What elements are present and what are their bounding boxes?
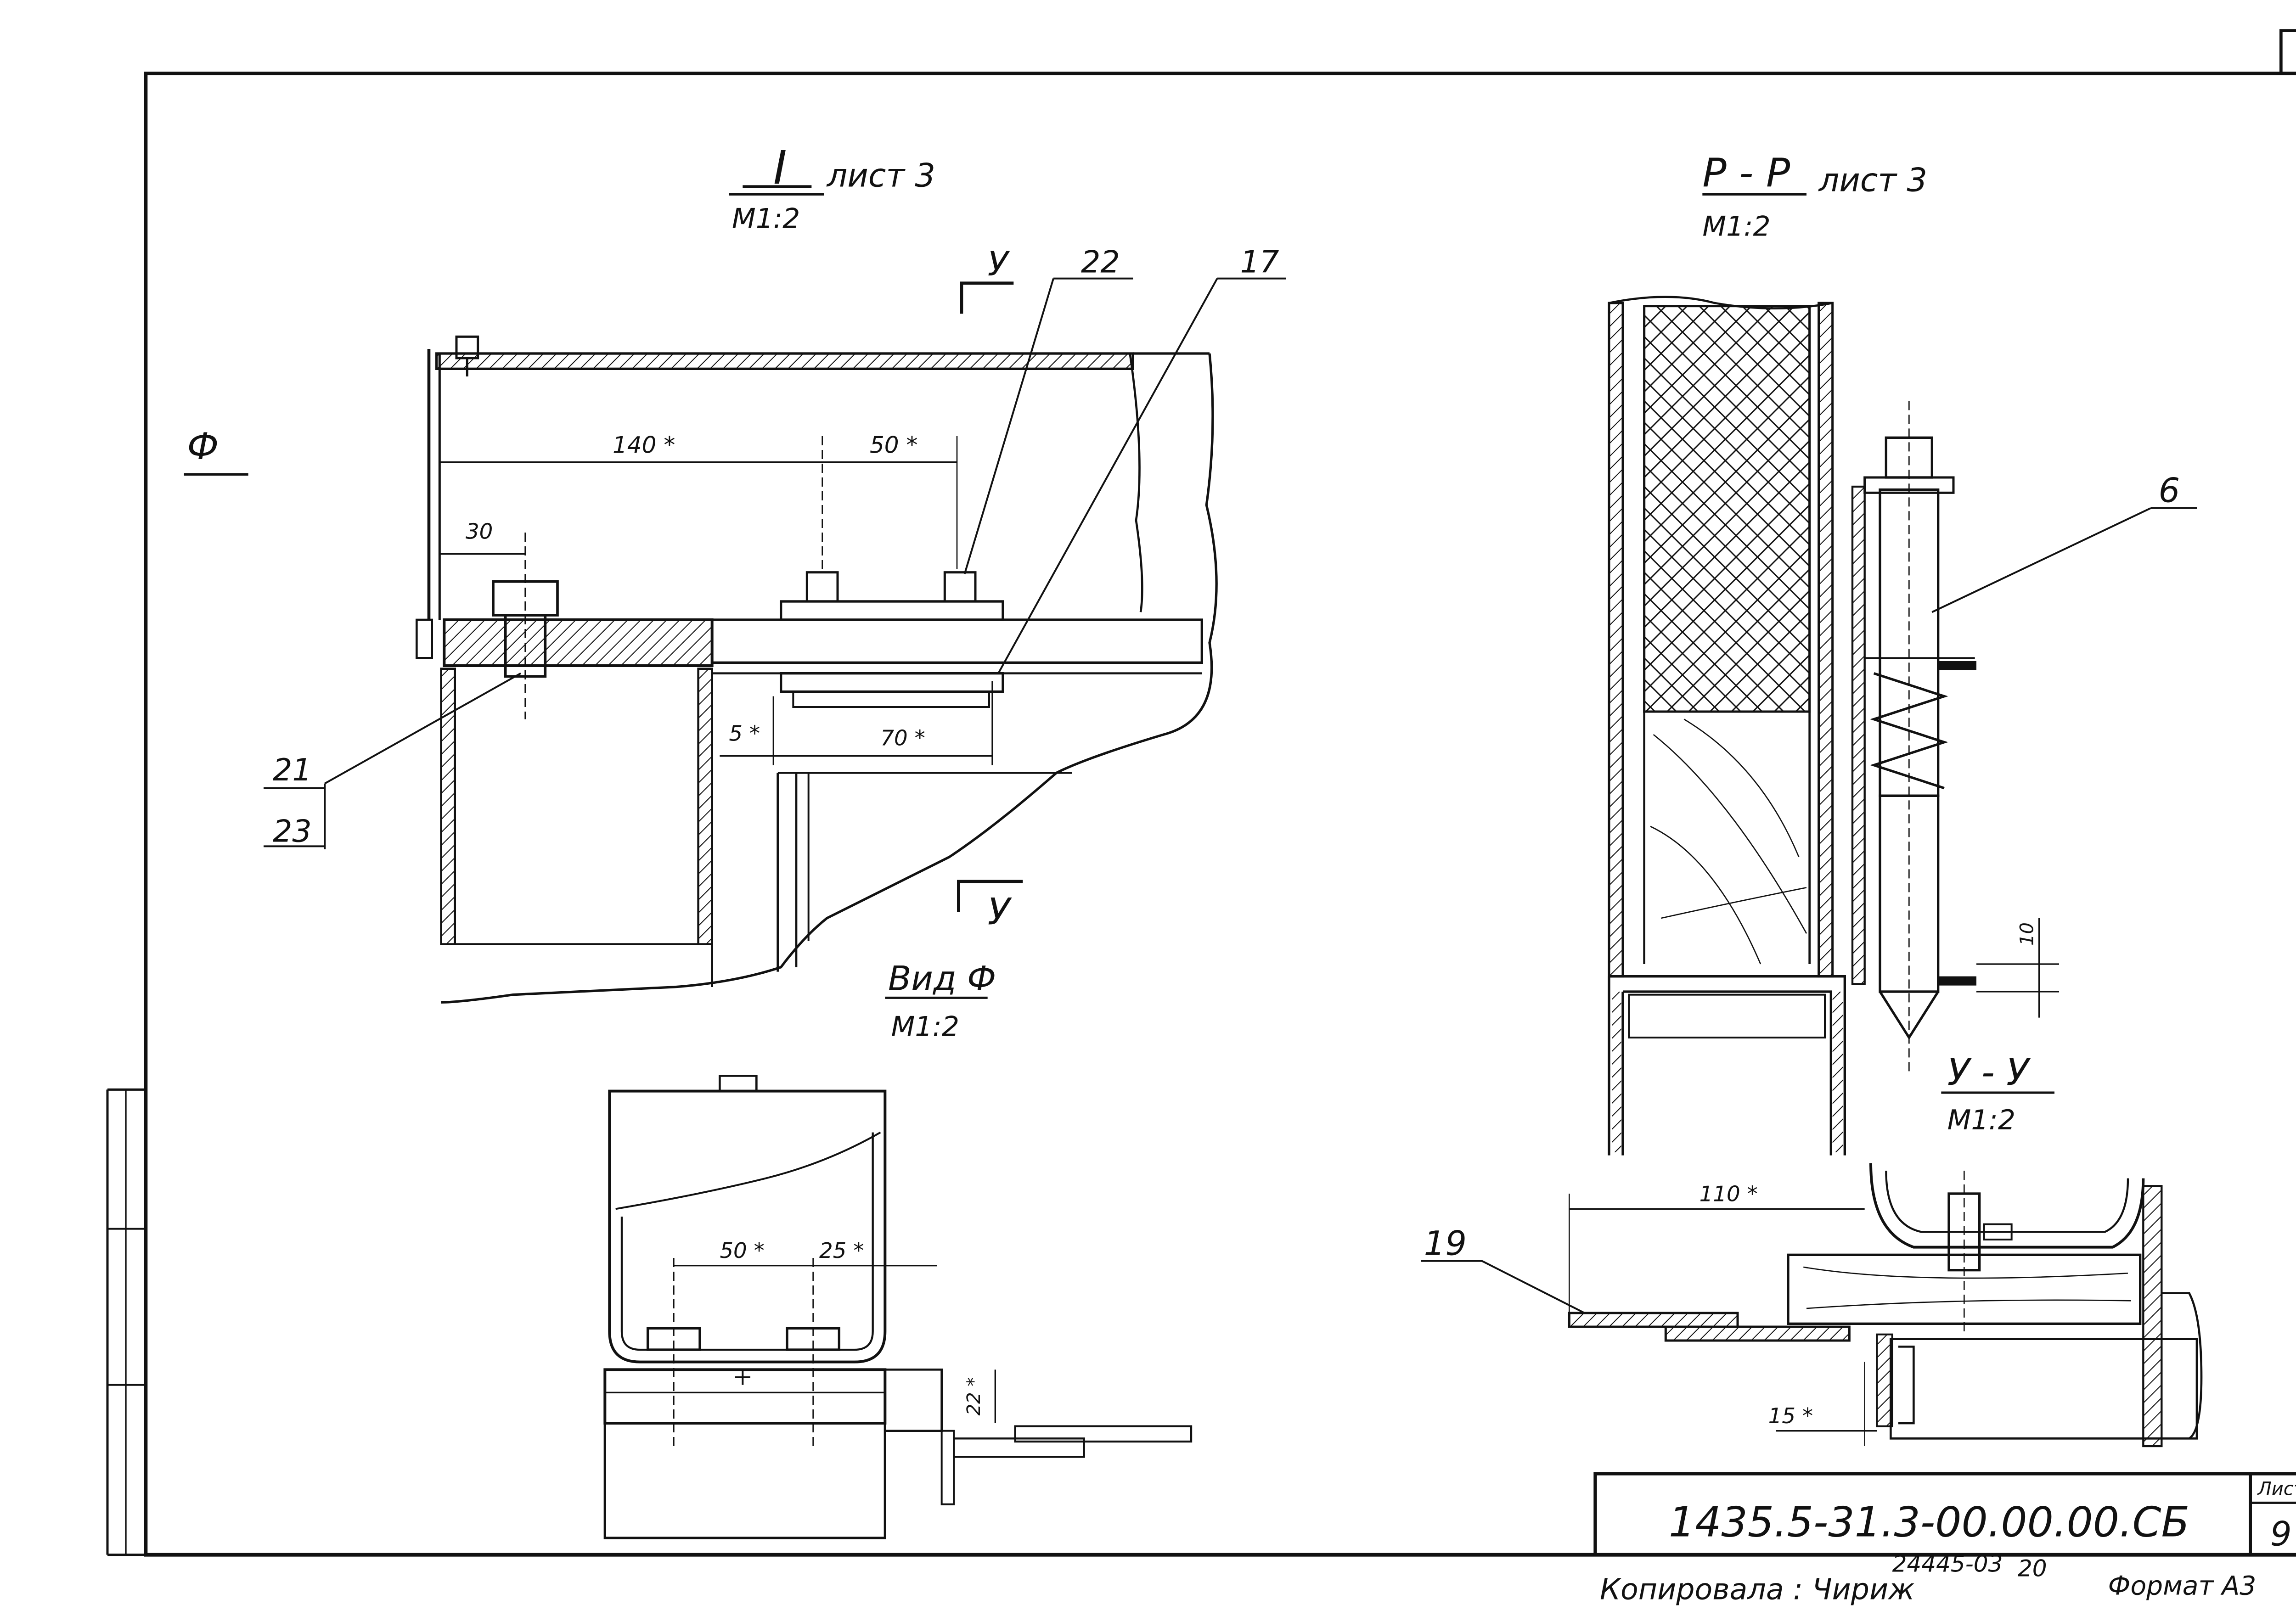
- detail-I-scale: М1:2: [732, 203, 800, 235]
- view-mark-F: Ф: [187, 425, 219, 468]
- footer-number: 20: [2018, 1555, 2047, 1582]
- section-YY-scale: М1:2: [1947, 1104, 2015, 1136]
- format-label: Формат А3: [2108, 1571, 2257, 1601]
- view-F: [603, 996, 1193, 1539]
- dim-30: 30: [466, 519, 493, 544]
- section-mark-bottom: У: [988, 890, 1013, 933]
- dim-5: 5 *: [729, 721, 760, 746]
- dim-50: 50 *: [870, 432, 918, 459]
- dim-10: 10: [2016, 922, 2037, 946]
- detail-I-view: [184, 185, 1286, 1004]
- copied-by: Копировала : Чириж: [1600, 1572, 1914, 1606]
- sheet-frame: [106, 29, 2296, 1557]
- section-PP-view: [1608, 193, 2197, 1156]
- section-YY-view: [1421, 1091, 2203, 1448]
- dim-110: 110 *: [1699, 1182, 1758, 1207]
- drawing-designation: 1435.5-31.3-00.00.00.СБ: [1669, 1498, 2189, 1547]
- section-PP-name: Р - Р: [1702, 151, 1790, 196]
- callout-23: 23: [273, 813, 312, 849]
- detail-I-ref: лист 3: [826, 157, 935, 195]
- view-F-scale: М1:2: [891, 1011, 959, 1043]
- callout-17: 17: [1240, 244, 1279, 280]
- section-PP-ref: лист 3: [1818, 162, 1927, 199]
- title-block: [1593, 1472, 2296, 1557]
- section-PP-scale: М1:2: [1702, 210, 1770, 242]
- sheet-number: 9: [2270, 1515, 2292, 1554]
- dim-70: 70 *: [880, 726, 925, 751]
- inventory-number: 24445-03: [1892, 1550, 2003, 1577]
- detail-I-name: I: [773, 141, 787, 195]
- callout-6: 6: [2159, 471, 2180, 510]
- dim-140: 140 *: [613, 432, 675, 459]
- dim-25-viewF: 25 *: [819, 1239, 864, 1263]
- dim-50-viewF: 50 *: [720, 1239, 765, 1263]
- callout-19: 19: [1424, 1224, 1467, 1263]
- section-YY-name: У - У: [1947, 1051, 2031, 1094]
- callout-22: 22: [1081, 244, 1120, 280]
- sheet-label: Лист: [2257, 1479, 2296, 1500]
- dim-22-viewF: 22 *: [963, 1377, 985, 1416]
- callout-21: 21: [273, 752, 312, 788]
- view-F-name: Вид Ф: [888, 960, 996, 999]
- dim-15: 15 *: [1768, 1404, 1813, 1429]
- section-mark-top: У: [988, 245, 1010, 284]
